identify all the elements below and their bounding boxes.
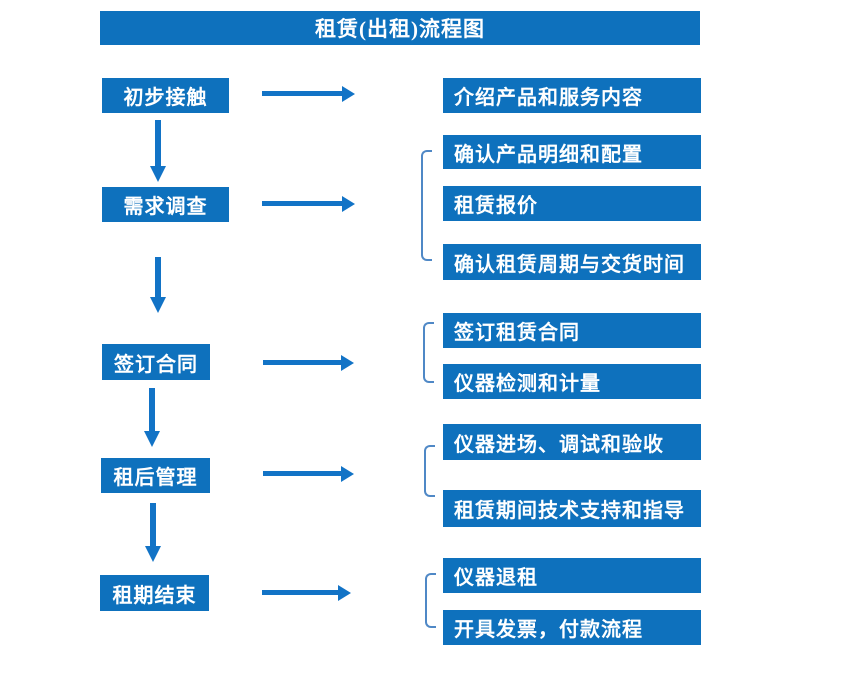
detail-box-rental-quotation: 租赁报价: [443, 186, 701, 221]
right-arrow-icon: [262, 91, 342, 96]
detail-box-introduce-products-services: 介绍产品和服务内容: [443, 78, 701, 113]
stage-box-sign-contract: 签订合同: [102, 344, 210, 380]
detail-box-technical-support-guidance: 租赁期间技术支持和指导: [443, 490, 701, 527]
detail-box-confirm-rental-period-delivery: 确认租赁周期与交货时间: [443, 244, 701, 280]
right-arrow-icon: [262, 590, 338, 595]
detail-box-instrument-setup-acceptance: 仪器进场、调试和验收: [443, 424, 701, 460]
detail-box-sign-rental-contract: 签订租赁合同: [443, 313, 701, 348]
group-bracket-icon: [425, 573, 436, 628]
down-arrow-icon: [155, 257, 161, 297]
down-arrow-icon: [149, 388, 155, 431]
detail-box-invoice-payment-process: 开具发票，付款流程: [443, 610, 701, 645]
group-bracket-icon: [423, 322, 434, 383]
right-arrow-icon: [262, 201, 342, 206]
right-arrow-icon: [263, 471, 341, 476]
stage-box-rental-end: 租期结束: [100, 575, 209, 611]
flowchart-title: 租赁(出租)流程图: [100, 11, 700, 45]
detail-box-instrument-testing-measurement: 仪器检测和计量: [443, 364, 701, 399]
detail-box-instrument-return: 仪器退租: [443, 558, 701, 593]
stage-box-initial-contact: 初步接触: [102, 78, 229, 113]
stage-box-demand-survey: 需求调查: [102, 187, 229, 222]
down-arrow-icon: [150, 503, 156, 546]
group-bracket-icon: [421, 150, 432, 261]
right-arrow-icon: [263, 360, 341, 365]
group-bracket-icon: [424, 445, 435, 497]
detail-box-confirm-product-config: 确认产品明细和配置: [443, 135, 701, 169]
down-arrow-icon: [155, 120, 161, 166]
stage-box-post-rental-management: 租后管理: [101, 458, 210, 493]
